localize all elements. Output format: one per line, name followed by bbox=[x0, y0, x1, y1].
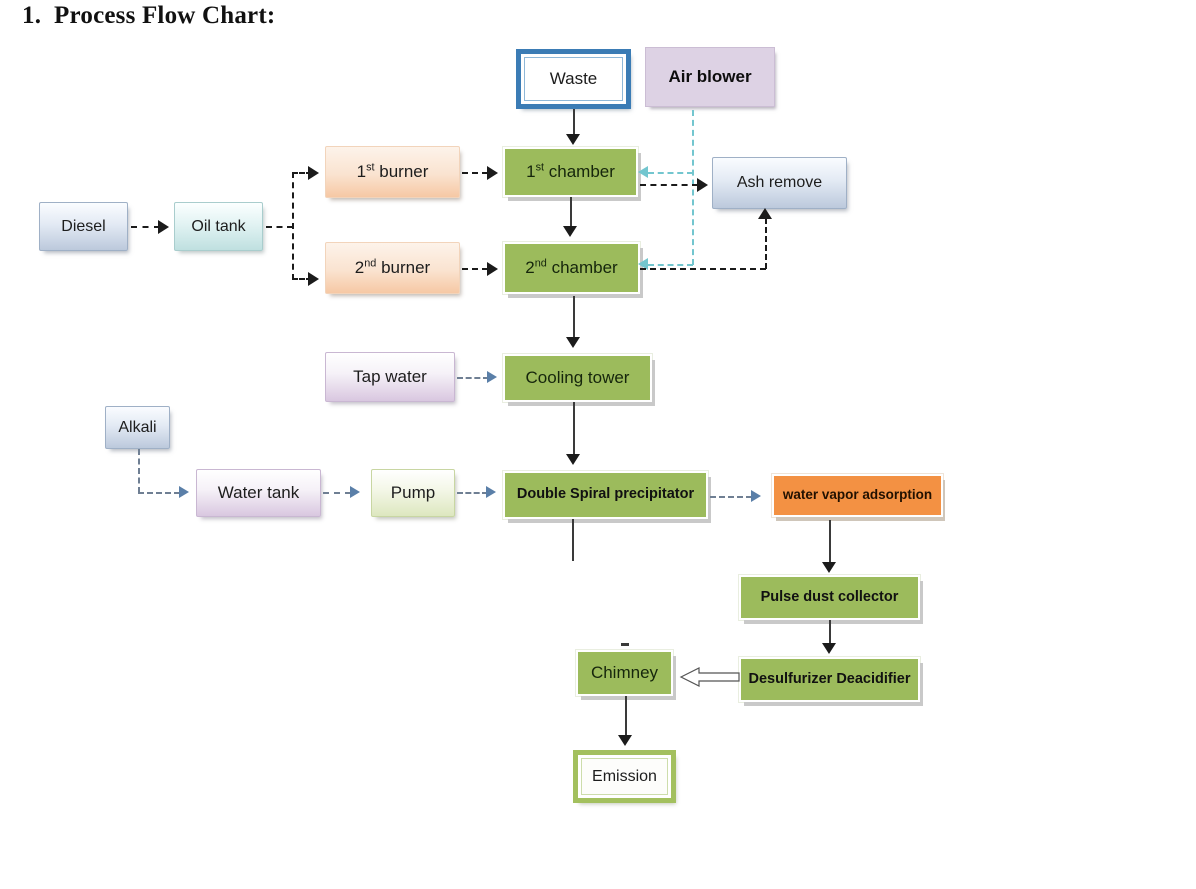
node-burner-1[interactable]: 1st burner bbox=[325, 146, 460, 198]
node-air-blower-label: Air blower bbox=[668, 66, 752, 86]
node-alkali[interactable]: Alkali bbox=[105, 406, 170, 449]
edge-waste-to-chamber1 bbox=[573, 109, 575, 137]
node-waste[interactable]: Waste bbox=[516, 49, 631, 109]
node-chamber-1[interactable]: 1st chamber bbox=[503, 147, 638, 197]
edge-airblower-to-chamber1 bbox=[648, 172, 693, 174]
node-water-tank[interactable]: Water tank bbox=[196, 469, 321, 517]
node-pump-label: Pump bbox=[390, 482, 436, 502]
node-emission-label: Emission bbox=[592, 767, 657, 785]
node-desulfurizer-deacidifier-label: Desulfurizer Deacidifier bbox=[748, 670, 911, 687]
arrowhead-airblower-to-chamber1 bbox=[638, 166, 648, 178]
edge-chamber1-to-ashremove bbox=[640, 184, 698, 186]
arrowhead-coolingtower-to-precipitator bbox=[566, 454, 580, 465]
node-water-vapor-adsorption[interactable]: water vapor adsorption bbox=[772, 474, 943, 517]
edge-precipitator-to-watervapor bbox=[710, 496, 752, 498]
node-pump[interactable]: Pump bbox=[371, 469, 455, 517]
edge-chamber2-to-ashremove-vertical bbox=[765, 218, 767, 269]
node-chamber-2[interactable]: 2nd chamber bbox=[503, 242, 640, 294]
node-oil-tank-label: Oil tank bbox=[191, 217, 246, 235]
node-burner-1-label: 1st burner bbox=[356, 161, 429, 181]
arrowhead-chamber2-to-ashremove bbox=[758, 208, 772, 219]
node-pulse-dust-collector[interactable]: Pulse dust collector bbox=[739, 575, 920, 620]
edge-alkali-vertical bbox=[138, 449, 140, 493]
arrowhead-airblower-to-chamber2 bbox=[638, 258, 648, 270]
edge-oiltank-to-burner2 bbox=[292, 278, 312, 280]
node-water-vapor-adsorption-label: water vapor adsorption bbox=[782, 487, 933, 503]
arrowhead-oiltank-to-burner1 bbox=[308, 166, 319, 180]
edge-chimney-to-emission bbox=[625, 696, 627, 738]
arrowhead-burner2-to-chamber2 bbox=[487, 262, 498, 276]
node-pulse-dust-collector-label: Pulse dust collector bbox=[760, 588, 899, 605]
node-ash-remove-label: Ash remove bbox=[736, 174, 823, 192]
edge-burner1-to-chamber1 bbox=[462, 172, 488, 174]
node-chimney-label: Chimney bbox=[590, 662, 659, 682]
arrowhead-alkali-to-watertank bbox=[179, 486, 189, 498]
node-ash-remove[interactable]: Ash remove bbox=[712, 157, 847, 209]
node-air-blower[interactable]: Air blower bbox=[645, 47, 775, 107]
node-cooling-tower[interactable]: Cooling tower bbox=[503, 354, 652, 402]
edge-airblower-vertical bbox=[692, 110, 694, 265]
node-waste-label: Waste bbox=[549, 68, 598, 88]
node-diesel-label: Diesel bbox=[61, 217, 106, 235]
arrowhead-tapwater-to-coolingtower bbox=[487, 371, 497, 383]
node-double-spiral-precipitator-label: Double Spiral precipitator bbox=[516, 486, 695, 503]
arrowhead-watertank-to-pump bbox=[350, 486, 360, 498]
arrowhead-chamber1-to-ashremove bbox=[697, 178, 708, 192]
node-double-spiral-precipitator[interactable]: Double Spiral precipitator bbox=[503, 471, 708, 519]
edge-coolingtower-to-precipitator bbox=[573, 402, 575, 457]
arrowhead-waste-to-chamber1 bbox=[566, 134, 580, 145]
arrowhead-diesel-to-oiltank bbox=[158, 220, 169, 234]
arrowhead-watervapor-to-pulsedust bbox=[822, 562, 836, 573]
edge-watervapor-to-pulsedust bbox=[829, 520, 831, 565]
node-oil-tank[interactable]: Oil tank bbox=[174, 202, 263, 251]
arrowhead-burner1-to-chamber1 bbox=[487, 166, 498, 180]
arrowhead-chimney-to-emission bbox=[618, 735, 632, 746]
node-tap-water[interactable]: Tap water bbox=[325, 352, 455, 402]
node-desulfurizer-deacidifier[interactable]: Desulfurizer Deacidifier bbox=[739, 657, 920, 702]
edge-oiltank-to-burner1 bbox=[292, 172, 312, 174]
chimney-top-tick bbox=[621, 643, 629, 646]
edge-airblower-to-chamber2 bbox=[648, 264, 693, 266]
edge-oiltank-branch-vertical bbox=[292, 172, 294, 280]
edge-chamber2-to-coolingtower bbox=[573, 296, 575, 340]
page-title: 1. Process Flow Chart: bbox=[22, 2, 276, 29]
node-chimney[interactable]: Chimney bbox=[576, 650, 673, 696]
node-burner-2[interactable]: 2nd burner bbox=[325, 242, 460, 294]
edge-diesel-to-oiltank bbox=[131, 226, 160, 228]
arrowhead-chamber1-to-chamber2 bbox=[563, 226, 577, 237]
arrowhead-precipitator-to-watervapor bbox=[751, 490, 761, 502]
edge-burner2-to-chamber2 bbox=[462, 268, 488, 270]
edge-pulsedust-to-desulfurizer bbox=[829, 620, 831, 645]
node-emission[interactable]: Emission bbox=[573, 750, 676, 803]
arrowhead-pulsedust-to-desulfurizer bbox=[822, 643, 836, 654]
edge-oiltank-out bbox=[266, 226, 293, 228]
node-tap-water-label: Tap water bbox=[353, 366, 427, 386]
block-arrow-desulfurizer-to-chimney bbox=[679, 667, 740, 687]
node-cooling-tower-label: Cooling tower bbox=[525, 367, 630, 387]
node-alkali-label: Alkali bbox=[118, 418, 157, 436]
node-water-tank-label: Water tank bbox=[217, 482, 300, 502]
node-diesel[interactable]: Diesel bbox=[39, 202, 128, 251]
edge-precipitator-drain bbox=[572, 519, 574, 561]
node-chamber-2-label: 2nd chamber bbox=[525, 257, 618, 277]
edge-chamber1-to-chamber2 bbox=[570, 197, 572, 227]
node-chamber-1-label: 1st chamber bbox=[526, 161, 615, 181]
arrowhead-pump-to-precipitator bbox=[486, 486, 496, 498]
arrowhead-chamber2-to-coolingtower bbox=[566, 337, 580, 348]
node-burner-2-label: 2nd burner bbox=[354, 257, 431, 277]
edge-watertank-to-pump bbox=[323, 492, 351, 494]
edge-chamber2-to-ashremove bbox=[640, 268, 766, 270]
edge-tapwater-to-coolingtower bbox=[457, 377, 489, 379]
arrowhead-oiltank-to-burner2 bbox=[308, 272, 319, 286]
edge-alkali-to-watertank bbox=[138, 492, 180, 494]
edge-pump-to-precipitator bbox=[457, 492, 488, 494]
